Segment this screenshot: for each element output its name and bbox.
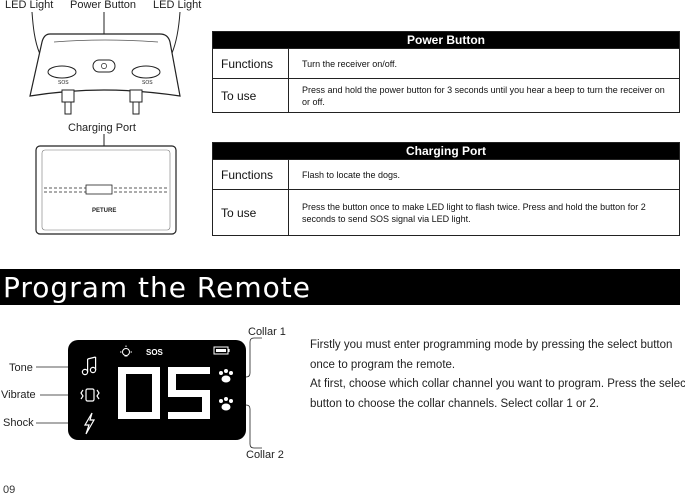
sos-display-text: SOS bbox=[146, 348, 164, 357]
charging-table-title: Charging Port bbox=[213, 143, 679, 159]
bulb-icon bbox=[120, 345, 132, 357]
row-key: To use bbox=[213, 190, 289, 235]
tone-label: Tone bbox=[9, 362, 33, 374]
channel-digits-text: 05 bbox=[0, 330, 2, 331]
row-value: Press the button once to make LED light … bbox=[302, 201, 646, 224]
row-value: Turn the receiver on/off. bbox=[302, 58, 398, 69]
charging-port-table: Charging Port Functions Flash to locate … bbox=[212, 142, 680, 236]
channel-digits bbox=[118, 367, 210, 419]
power-button-label: Power Button bbox=[70, 0, 137, 11]
led-light-label-right: LED Light bbox=[153, 0, 202, 11]
shock-label: Shock bbox=[3, 417, 34, 429]
vibrate-label: Vibrate bbox=[1, 389, 36, 401]
row-key: Functions bbox=[213, 160, 289, 189]
section-title: Program the Remote bbox=[3, 271, 311, 304]
shock-icon bbox=[83, 412, 96, 435]
tone-icon bbox=[81, 356, 97, 376]
table-row: To use Press and hold the power button f… bbox=[213, 78, 679, 112]
paw-icon-collar-2 bbox=[219, 397, 233, 411]
table-row: Functions Turn the receiver on/off. bbox=[213, 48, 679, 78]
row-key: To use bbox=[213, 79, 289, 112]
receiver-side-illustration: PETURE bbox=[35, 134, 177, 235]
brand-text: PETURE bbox=[92, 208, 116, 214]
table-row: Functions Flash to locate the dogs. bbox=[213, 159, 679, 189]
vibrate-icon bbox=[80, 388, 100, 402]
page-number: 09 bbox=[3, 484, 16, 496]
row-key: Functions bbox=[213, 49, 289, 78]
paw-icon-collar-1 bbox=[219, 369, 233, 383]
section-header: Program the Remote bbox=[0, 269, 680, 305]
battery-icon bbox=[213, 346, 230, 355]
instructions: Firstly you must enter programming mode … bbox=[310, 336, 685, 414]
instruction-paragraph: At first, choose which collar channel yo… bbox=[310, 378, 685, 410]
charging-port-label: Charging Port bbox=[68, 122, 136, 134]
led-light-label-left: LED Light bbox=[5, 0, 54, 11]
power-button-table: Power Button Functions Turn the receiver… bbox=[212, 31, 680, 113]
row-value: Flash to locate the dogs. bbox=[302, 169, 401, 180]
table-row: To use Press the button once to make LED… bbox=[213, 189, 679, 235]
sos-right-text: SOS bbox=[142, 80, 153, 86]
remote-display-illustration: SOS 05 bbox=[0, 330, 262, 449]
sos-left-text: SOS bbox=[58, 80, 69, 86]
receiver-top-illustration: SOS SOS bbox=[29, 11, 181, 115]
row-value: Press and hold the power button for 3 se… bbox=[302, 84, 665, 107]
power-table-title: Power Button bbox=[213, 32, 679, 48]
collar-1-label: Collar 1 bbox=[248, 326, 286, 338]
collar-2-label: Collar 2 bbox=[246, 449, 284, 461]
instruction-paragraph: Firstly you must enter programming mode … bbox=[310, 339, 673, 371]
